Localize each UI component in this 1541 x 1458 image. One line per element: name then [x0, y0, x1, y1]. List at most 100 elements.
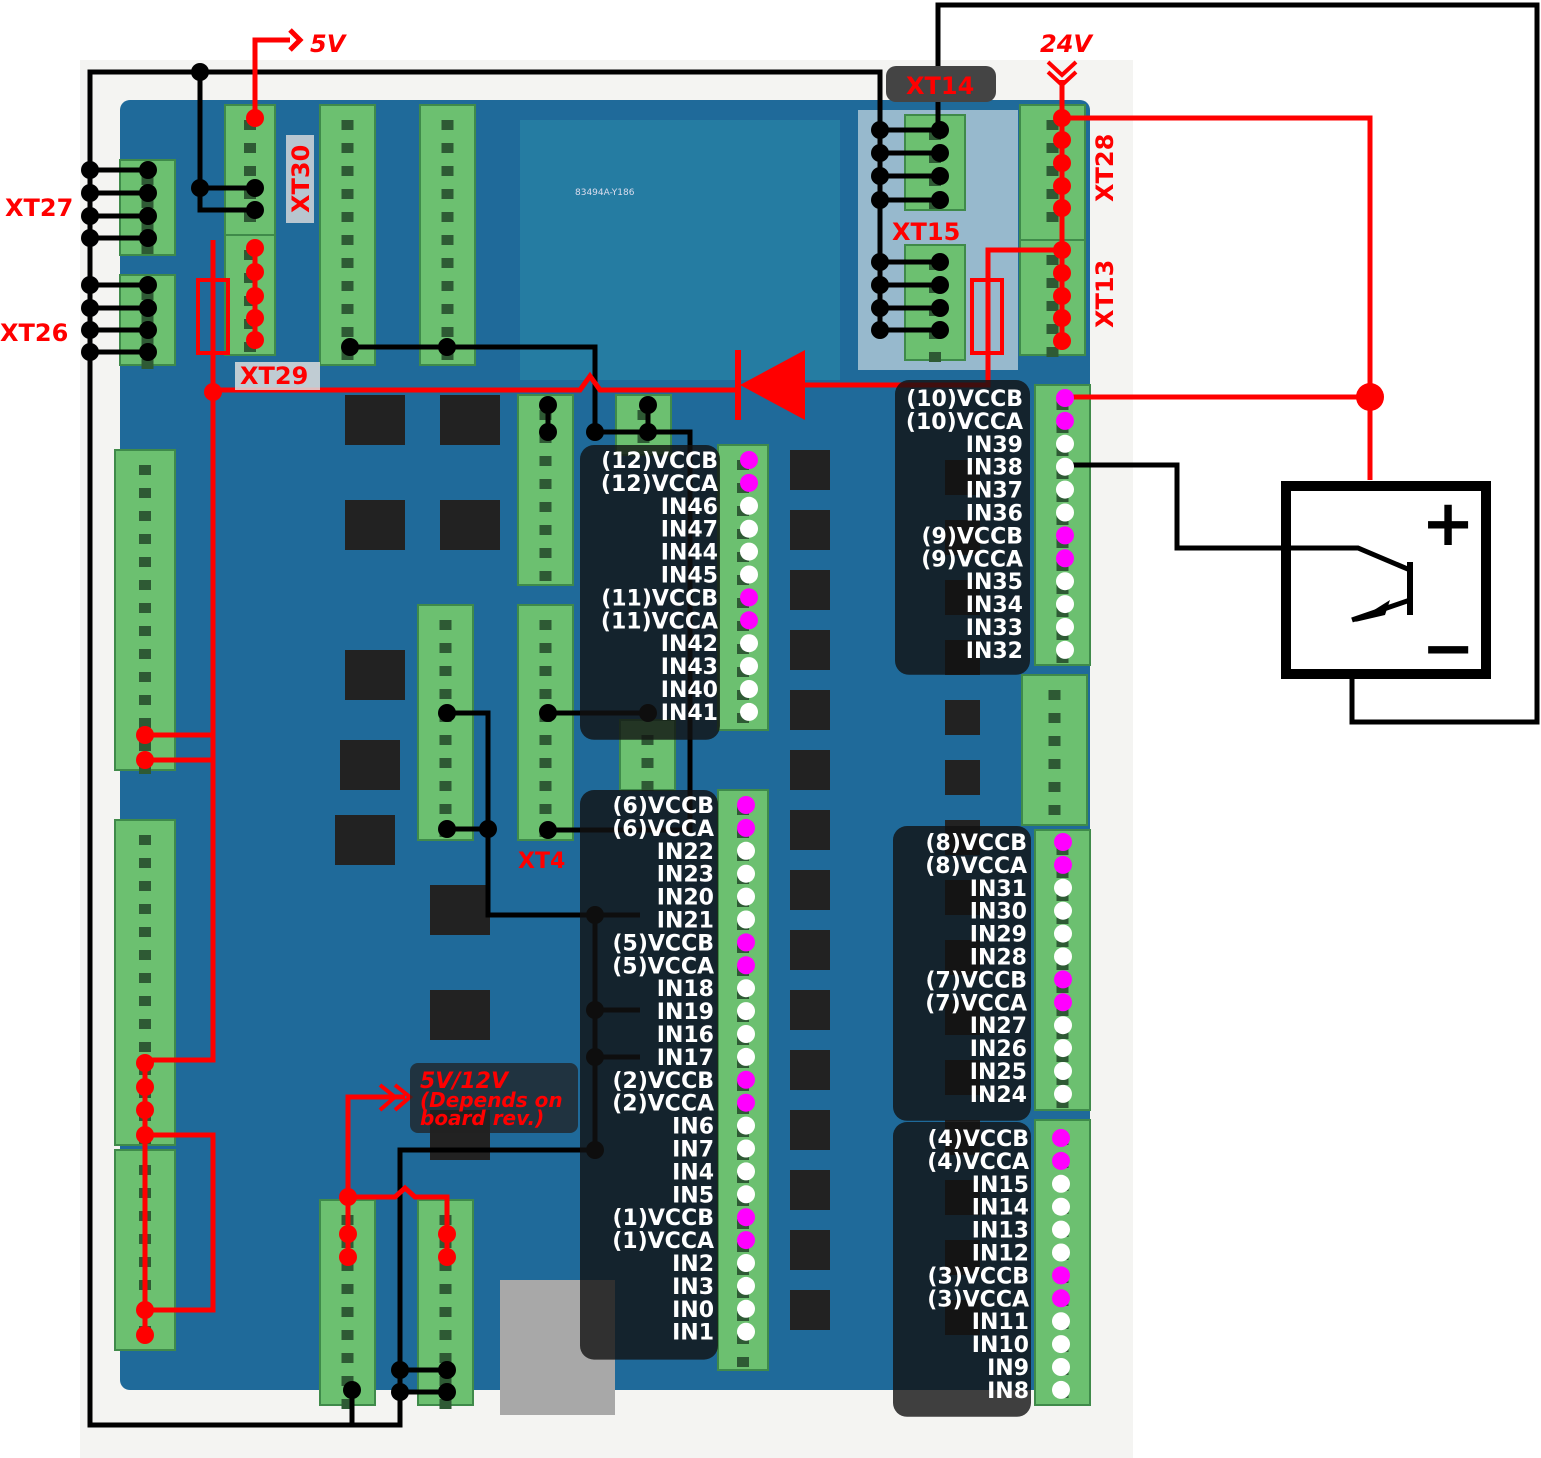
pin-dot — [1054, 901, 1072, 920]
ic-chip — [430, 885, 490, 935]
pin-label: IN31 — [970, 877, 1027, 902]
pin-dot — [1052, 1129, 1070, 1147]
sensor-plus: + — [1421, 487, 1475, 561]
pin-label: IN35 — [966, 570, 1023, 595]
pin-label: IN39 — [966, 433, 1023, 458]
ic-chip — [440, 500, 500, 550]
pin-label: IN1 — [672, 1321, 714, 1346]
fuse-right-icon — [970, 278, 1004, 355]
label-xt13: XT13 — [1091, 260, 1119, 328]
pin-label: (8)VCCA — [925, 854, 1027, 879]
pin-dot — [1056, 526, 1074, 545]
pin-dot — [737, 1231, 755, 1250]
pin-dot — [737, 1299, 755, 1318]
pin-label: (10)VCCA — [906, 410, 1023, 435]
pin-dot — [740, 565, 758, 584]
pin-label: (3)VCCB — [927, 1264, 1029, 1289]
pin-dot — [1056, 640, 1074, 659]
pin-dot — [1052, 1197, 1070, 1216]
optocoupler — [790, 1050, 830, 1090]
pin-dot — [1052, 1243, 1070, 1262]
pin-labels: (10)VCCB(10)VCCAIN39IN38IN37IN36(9)VCCB(… — [580, 380, 1074, 1417]
pin-label: (11)VCCA — [601, 609, 718, 634]
pin-dot — [737, 979, 755, 998]
optocoupler — [790, 570, 830, 610]
pin-label: IN32 — [966, 639, 1023, 664]
pcb-copper-area — [520, 120, 840, 380]
ic-chip — [345, 500, 405, 550]
pin-dot — [1052, 1335, 1070, 1354]
pin-label: IN11 — [972, 1310, 1029, 1335]
pin-label: (8)VCCB — [925, 831, 1027, 856]
pin-label: (1)VCCA — [612, 1229, 714, 1254]
pin-dot — [1056, 434, 1074, 453]
board-code: 83494A-Y186 — [575, 188, 635, 198]
pin-dot — [1052, 1289, 1070, 1308]
pin-label: (9)VCCA — [921, 547, 1023, 572]
optocoupler — [790, 1290, 830, 1330]
ic-chip — [345, 650, 405, 700]
pin-dot — [740, 451, 758, 469]
pin-label: IN41 — [661, 701, 718, 726]
pin-dot — [1054, 1062, 1072, 1080]
ic-chip — [345, 395, 405, 445]
pin-dot — [737, 1162, 755, 1181]
pin-dot — [737, 1322, 755, 1341]
pin-dot — [737, 1185, 755, 1204]
pin-dot — [1052, 1220, 1070, 1239]
pin-label: IN43 — [661, 655, 718, 680]
pin-dot — [1056, 572, 1074, 591]
pin-dot — [1056, 618, 1074, 636]
pin-label: (6)VCCA — [612, 817, 714, 842]
pin-label: IN0 — [672, 1298, 714, 1323]
pin-dot — [737, 887, 755, 906]
power-wires — [136, 28, 1384, 1344]
pin-dot — [737, 1254, 755, 1272]
ic-chip — [440, 395, 500, 445]
pin-label: IN30 — [970, 900, 1027, 925]
pin-label: IN6 — [672, 1115, 714, 1140]
optocoupler — [790, 870, 830, 910]
pin-dot — [740, 542, 758, 561]
pin-label: (2)VCCA — [612, 1092, 714, 1117]
label-xt29: XT29 — [240, 362, 308, 390]
pin-label: IN18 — [657, 977, 714, 1002]
label-xt4: XT4 — [518, 849, 565, 874]
pin-dot — [737, 1070, 755, 1089]
pin-dot — [1052, 1380, 1070, 1399]
pin-label: IN17 — [657, 1046, 714, 1071]
group-c-box — [580, 790, 718, 1360]
pin-label: IN46 — [661, 495, 718, 520]
pin-dot — [1056, 595, 1074, 614]
optocoupler — [790, 510, 830, 550]
pin-label: IN37 — [966, 479, 1023, 504]
pin-label: IN24 — [970, 1083, 1027, 1108]
pin-dot — [1056, 549, 1074, 568]
pin-label: (3)VCCA — [927, 1287, 1029, 1312]
pin-label: IN16 — [657, 1023, 714, 1048]
pin-label: IN36 — [966, 502, 1023, 527]
ic-chip — [340, 740, 400, 790]
pin-label: (12)VCCA — [601, 472, 718, 497]
pin-label: IN38 — [966, 456, 1023, 481]
pin-label: IN45 — [661, 564, 718, 589]
group-e-box — [893, 1122, 1031, 1417]
pin-dot — [1052, 1312, 1070, 1331]
pin-dot — [740, 611, 758, 630]
pin-dot — [740, 657, 758, 676]
pin-label: IN7 — [672, 1138, 714, 1163]
pin-dot — [1054, 1016, 1072, 1035]
pin-label: IN25 — [970, 1060, 1027, 1085]
pin-dot — [1054, 878, 1072, 897]
pin-label: IN12 — [972, 1242, 1029, 1267]
pin-dot — [737, 1093, 755, 1112]
pin-dot — [1052, 1358, 1070, 1376]
npn-sensor: + − — [1281, 481, 1491, 686]
note-line2: (Depends on — [420, 1088, 563, 1112]
pin-label: (5)VCCB — [612, 931, 714, 956]
optocoupler — [790, 930, 830, 970]
pin-label: IN15 — [972, 1173, 1029, 1198]
pin-label: IN10 — [972, 1333, 1029, 1358]
label-xt14: XT14 — [906, 72, 974, 100]
label-5v: 5V — [310, 30, 348, 58]
